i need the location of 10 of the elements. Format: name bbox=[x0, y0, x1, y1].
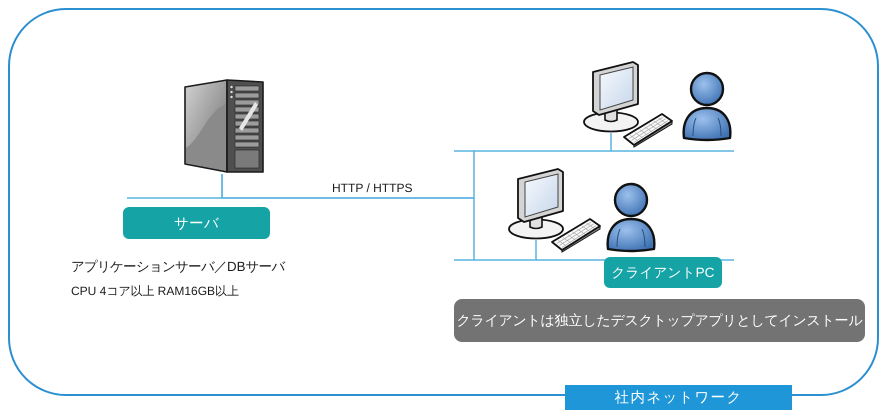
label-box: クライアントPC bbox=[604, 257, 722, 288]
spec-text: CPU 4コア以上 RAM16GB以上 bbox=[71, 284, 240, 300]
label-box: サーバ bbox=[123, 207, 270, 239]
computer-picture bbox=[581, 60, 641, 133]
computer-picture bbox=[506, 167, 566, 240]
server-picture bbox=[183, 78, 265, 174]
network-tab: 社内ネットワーク bbox=[565, 385, 792, 410]
heading-text: アプリケーションサーバ／DBサーバ bbox=[71, 258, 284, 276]
connector-line bbox=[221, 174, 537, 261]
note-box: クライアントは独立したデスクトップアプリとしてインストール bbox=[454, 299, 865, 342]
